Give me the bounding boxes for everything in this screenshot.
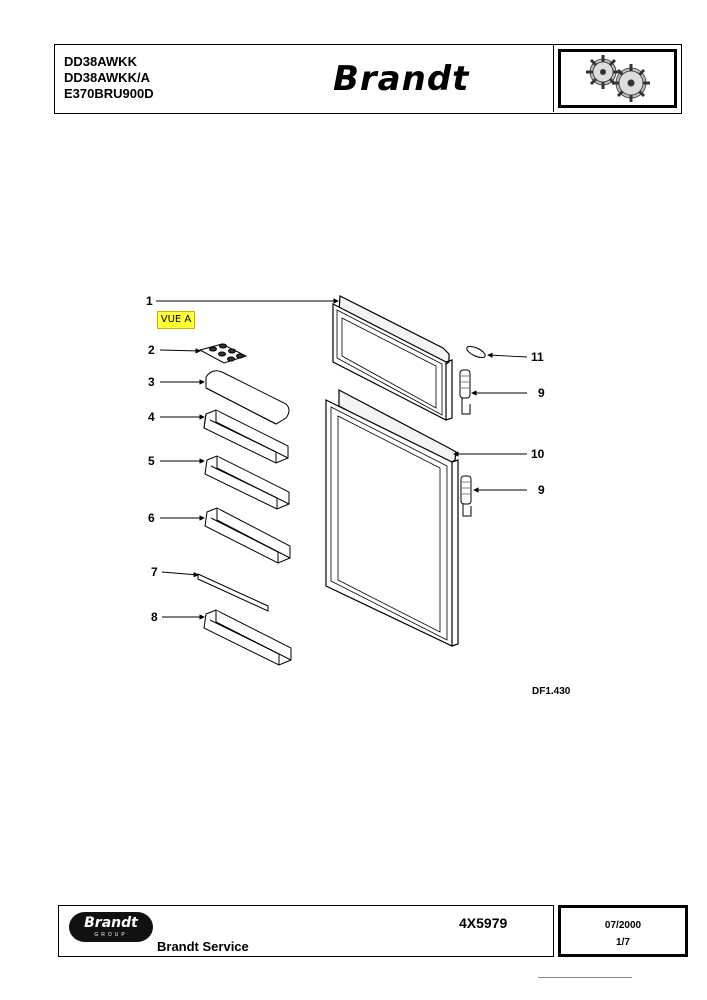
door-shelf-8: [203, 609, 292, 666]
callout-number: 9: [538, 483, 545, 497]
brandt-group-logo: Brandt GROUP: [69, 912, 153, 942]
egg-tray: [198, 343, 248, 364]
callout-number: 5: [148, 454, 155, 468]
hinge-lower: [460, 475, 472, 517]
footer-box: Brandt GROUP Brandt Service 4X5979 07/20…: [58, 905, 688, 957]
door-shelf-6: [204, 507, 291, 564]
callout-number: 9: [538, 386, 545, 400]
document-number: 4X5979: [459, 915, 508, 931]
hinge-upper: [459, 369, 471, 415]
footer-main: Brandt GROUP Brandt Service 4X5979: [58, 905, 554, 957]
door-shelf-5: [204, 455, 290, 510]
logo-sub: GROUP: [94, 932, 128, 938]
vue-a-label: VUE A: [157, 311, 195, 329]
callout-number: 6: [148, 511, 155, 525]
diagram-reference: DF1.430: [532, 686, 571, 697]
date-page-box: 07/2000 1/7: [558, 905, 688, 957]
door-shelf-4: [203, 409, 289, 464]
model-number: DD38AWKK: [64, 54, 137, 69]
model-number: E370BRU900D: [64, 86, 154, 101]
header-box: DD38AWKK DD38AWKK/A E370BRU900D Brandt: [54, 44, 682, 114]
callout-number: 7: [151, 565, 158, 579]
callout-number: 2: [148, 343, 155, 357]
gears-icon: [586, 55, 650, 102]
service-label: Brandt Service: [157, 939, 249, 954]
callout-number: 4: [148, 410, 155, 424]
fridge-door: [325, 389, 459, 647]
shelf-strip: [197, 573, 269, 612]
callout-number: 11: [531, 350, 544, 364]
dairy-cover: [205, 370, 290, 425]
brand-logo: Brandt: [333, 59, 470, 99]
hinge-cap: [466, 345, 486, 359]
callout-number: 3: [148, 375, 155, 389]
callout-number: 10: [531, 447, 545, 461]
callout-number: 1: [146, 294, 153, 308]
page-number: 1/7: [616, 937, 630, 948]
callout-number: 8: [151, 610, 158, 624]
model-number: DD38AWKK/A: [64, 70, 150, 85]
document-date: 07/2000: [604, 920, 642, 931]
freezer-door: [332, 295, 453, 421]
footer-divider: [538, 977, 632, 978]
model-list: DD38AWKK DD38AWKK/A E370BRU900D: [64, 54, 154, 102]
logo-word: Brandt: [84, 915, 138, 931]
gear-logo-box: [553, 45, 681, 112]
